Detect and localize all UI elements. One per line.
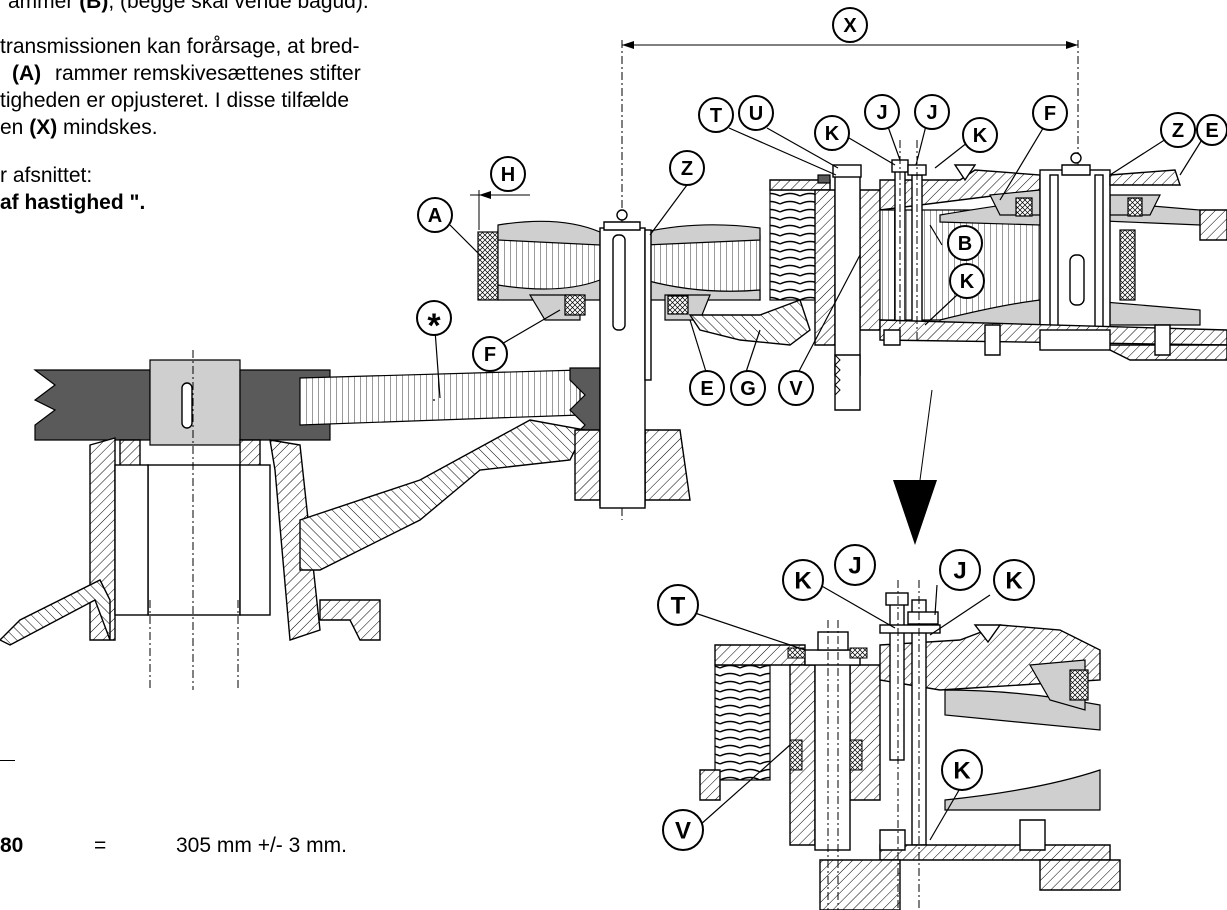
instruction-line-4: tigheden er opjusteret. I disse tilfælde: [0, 89, 350, 112]
instruction-line-5-c: mindskes.: [57, 116, 158, 139]
right-assembly: [769, 140, 1227, 411]
spec-equals: =: [94, 834, 107, 857]
callout-j-2: J: [914, 94, 950, 130]
callout-g-label: G: [740, 378, 756, 400]
instruction-line-1-c: , (begge skal vende bagud).: [108, 0, 369, 13]
center-pulley: [477, 209, 811, 509]
callout-k-detail-1-label: K: [794, 568, 812, 595]
callout-e-right-label: E: [1205, 120, 1218, 142]
zoom-arrow: [893, 389, 937, 545]
ref-x: (X): [29, 116, 58, 139]
callout-k-1: K: [814, 115, 850, 151]
callout-k-3-label: K: [960, 271, 975, 293]
callout-k-detail-3-label: K: [953, 758, 971, 785]
callout-j-detail-1: J: [834, 544, 876, 586]
callout-f-left: F: [472, 336, 508, 372]
callout-a-label: A: [428, 205, 442, 227]
callout-h: H: [490, 156, 526, 192]
instruction-line-1-a: ammer: [8, 0, 80, 13]
left-housing: [0, 300, 691, 690]
callout-j-2-label: J: [926, 102, 937, 124]
callout-k-1-label: K: [825, 123, 840, 145]
callout-e-left-label: E: [700, 378, 713, 400]
callout-t-detail: T: [657, 584, 699, 626]
callout-h-label: H: [501, 164, 515, 186]
ref-a: (A): [12, 62, 42, 85]
divider-line: [0, 760, 15, 761]
callout-j-detail-1-label: J: [848, 553, 861, 580]
callout-b: B: [947, 225, 983, 261]
callout-u-label: U: [749, 103, 763, 125]
instruction-line-1: ammer (B), (begge skal vende bagud).: [8, 0, 369, 13]
callout-t: T: [698, 97, 734, 133]
callout-a: A: [417, 197, 453, 233]
callout-f-left-label: F: [484, 344, 496, 366]
callout-k-3: K: [949, 263, 985, 299]
callout-t-label: T: [710, 105, 722, 127]
spec-value: 305 mm +/- 3 mm.: [176, 834, 347, 857]
instruction-line-3-b: rammer remskivesættenes stifter: [55, 62, 361, 85]
callout-x: X: [832, 7, 868, 43]
callout-k-detail-2: K: [993, 559, 1035, 601]
instruction-line-3: (A) rammer remskivesættenes stifter: [0, 63, 361, 85]
callout-e-left: E: [689, 370, 725, 406]
leader-lines: [433, 109, 1209, 841]
callout-j-1: J: [864, 94, 900, 130]
callout-f-top-label: F: [1044, 103, 1056, 125]
instruction-line-6: r afsnittet:: [0, 164, 93, 187]
callout-z-right-label: Z: [1172, 120, 1184, 142]
callout-k-2-label: K: [973, 125, 988, 147]
dimension-h: [470, 190, 530, 230]
callout-z-left: Z: [669, 150, 705, 186]
callout-z-right: Z: [1160, 112, 1196, 148]
ref-b: (B): [79, 0, 109, 13]
callout-star: *: [416, 300, 452, 345]
callout-j-1-label: J: [876, 102, 887, 124]
callout-v: V: [778, 370, 814, 406]
callout-z-left-label: Z: [681, 158, 693, 180]
callout-f-top: F: [1032, 95, 1068, 131]
callout-v-detail-label: V: [675, 818, 691, 845]
callout-k-detail-2-label: K: [1005, 568, 1023, 595]
callout-k-detail-3: K: [941, 749, 983, 791]
instruction-line-2: transmissionen kan forårsage, at bred-: [0, 35, 360, 58]
detail-view: [699, 580, 1121, 910]
instruction-line-5: en (X) mindskes.: [0, 117, 158, 139]
callout-v-detail: V: [662, 809, 704, 851]
callout-star-label: *: [427, 307, 441, 345]
spec-label: 80: [0, 834, 24, 857]
callout-g: G: [730, 370, 766, 406]
callout-t-detail-label: T: [671, 593, 686, 620]
instruction-line-5-a: en: [0, 116, 30, 139]
callout-b-label: B: [958, 233, 972, 255]
callout-k-2: K: [962, 117, 998, 153]
callout-x-label: X: [843, 15, 857, 37]
callout-v-label: V: [789, 378, 803, 400]
callout-u: U: [738, 95, 774, 131]
callout-k-detail-1: K: [782, 559, 824, 601]
callout-j-detail-2-label: J: [953, 558, 966, 585]
callout-e-right: E: [1196, 114, 1227, 146]
instruction-line-7: af hastighed ".: [0, 191, 146, 214]
callout-j-detail-2: J: [939, 549, 981, 591]
